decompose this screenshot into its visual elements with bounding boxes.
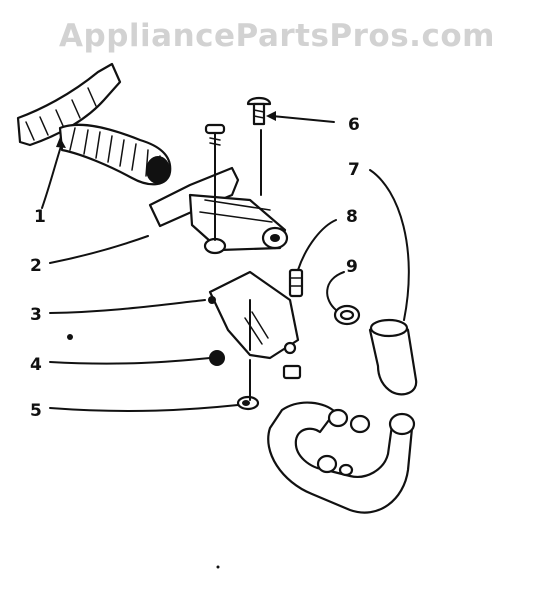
leader-5: [49, 404, 239, 413]
part-4-nut: [209, 350, 225, 366]
part-8-fitting: [288, 268, 304, 298]
callout-6: 6: [348, 115, 360, 135]
callout-9: 9: [346, 257, 358, 277]
stray-dot: [216, 565, 220, 569]
leader-3: [49, 299, 206, 314]
callout-5: 5: [30, 401, 42, 421]
callout-8: 8: [346, 207, 358, 227]
part-7-hose-lower: [267, 401, 416, 514]
part-2-housing: [148, 149, 289, 255]
callout-3: 3: [30, 305, 42, 325]
part-connector-small: [282, 364, 302, 380]
leader-7: [369, 169, 410, 321]
part-6-bolt: [246, 96, 272, 196]
callout-1: 1: [34, 207, 46, 227]
screw-top-left: [204, 123, 226, 151]
part-5-clip: [236, 359, 260, 411]
leader-9: [326, 271, 345, 311]
part-3-mounting-plate: [208, 270, 300, 360]
leader-1: [41, 142, 63, 209]
part-7-hose-upper: [368, 318, 418, 396]
callout-7: 7: [348, 160, 360, 180]
callout-4: 4: [30, 355, 42, 375]
leader-4: [49, 357, 211, 365]
leader-2: [49, 235, 149, 264]
part-9-clamp-ring: [333, 304, 361, 326]
leader-8: [297, 219, 337, 271]
callout-2: 2: [30, 256, 42, 276]
part-1-lint-brush: [16, 62, 172, 186]
stray-dot: [67, 334, 73, 340]
watermark-logo: AppliancePartsPros.com: [59, 18, 495, 54]
leader-6: [271, 115, 335, 123]
